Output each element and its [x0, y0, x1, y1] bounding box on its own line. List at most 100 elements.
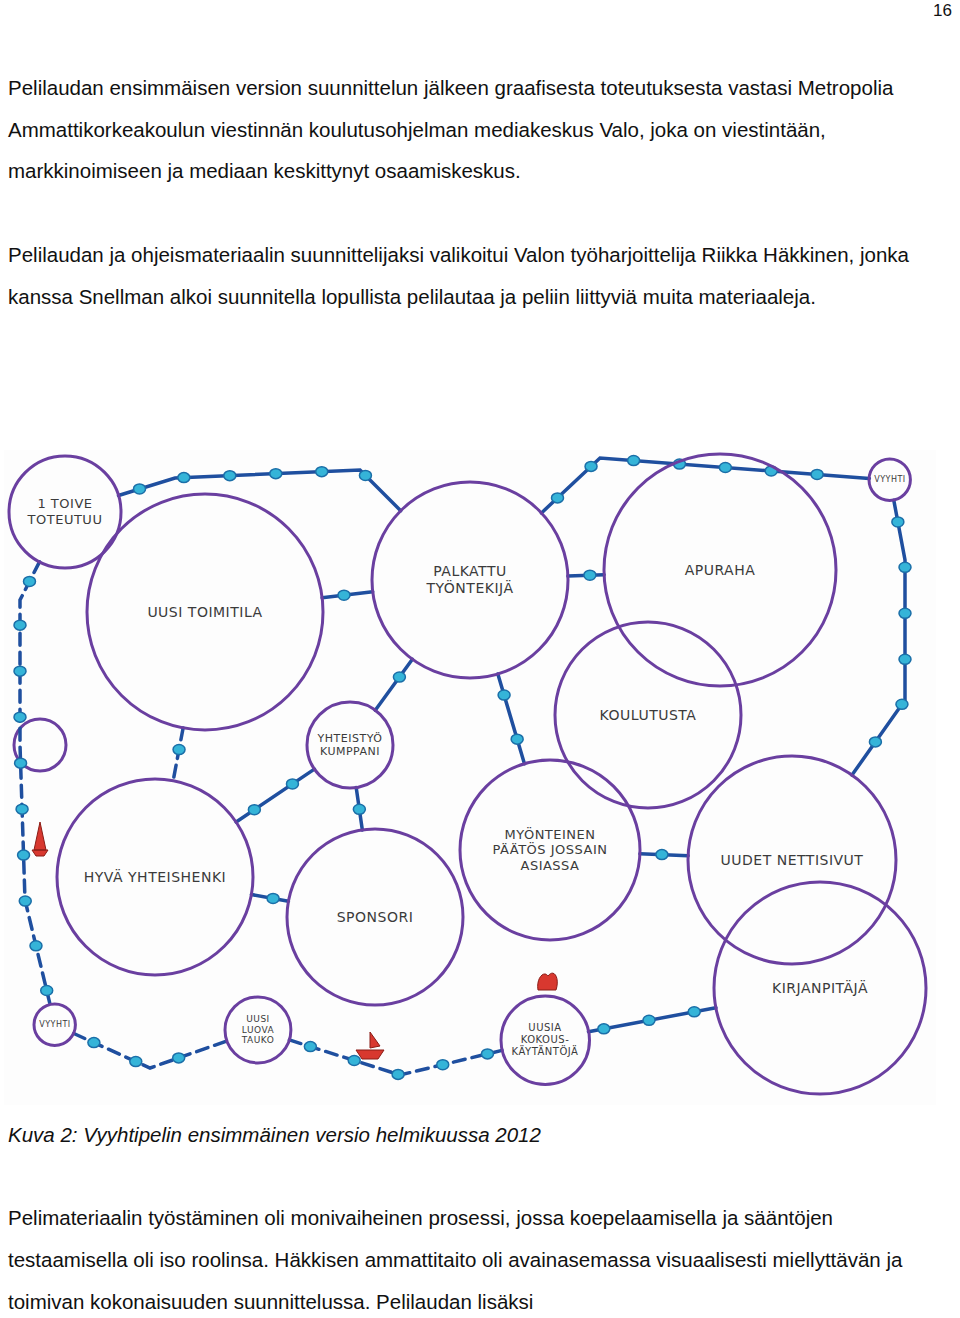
board-path-group — [289, 1040, 502, 1079]
board-step — [511, 734, 523, 744]
board-path-group — [498, 674, 525, 764]
circle-label: UUSI LUOVA TAUKO — [234, 1014, 282, 1046]
circle-text-group: PALKATTU TYÖNTEKIJÄ — [390, 563, 550, 597]
circle-label: SPONSORI — [337, 909, 414, 926]
board-step — [16, 804, 28, 814]
board-path-group — [375, 659, 412, 710]
figure-caption: Kuva 2: Vyyhtipelin ensimmäinen versio h… — [8, 1118, 953, 1152]
board-circle: KIRJANPITÄJÄ — [712, 880, 928, 1096]
board-step — [393, 672, 405, 682]
board-step — [585, 461, 597, 471]
circle-shape — [225, 997, 291, 1063]
board-path — [375, 659, 412, 710]
board-path-group — [74, 1034, 227, 1068]
circle-text-group: VYYHTI — [874, 475, 906, 485]
circle-label: APURAHA — [685, 562, 756, 579]
circle-shape — [34, 1004, 75, 1045]
board-circle: HYVÄ YHTEISHENKI — [55, 777, 255, 977]
board-step — [437, 1060, 449, 1070]
board-step — [892, 517, 904, 527]
board-step — [173, 745, 185, 755]
board-step — [811, 469, 823, 479]
board-step — [15, 758, 27, 768]
board-step — [899, 608, 911, 618]
circle-text-group: MYÖNTEINEN PÄÄTÖS JOSSAIN ASIASSA — [476, 827, 623, 874]
board-step — [338, 590, 350, 600]
board-circle: UUSI LUOVA TAUKO — [223, 995, 293, 1065]
board-circle: UUDET NETTISIVUT — [686, 754, 898, 966]
circle-label: 1 TOIVE TOTEUTUU — [19, 496, 112, 527]
board-step — [267, 893, 279, 903]
board-step — [134, 484, 146, 494]
board-step — [896, 699, 908, 709]
board-step — [224, 471, 236, 481]
empty-circle — [14, 719, 66, 771]
board-path-group — [322, 590, 373, 600]
boat-hull — [356, 1050, 384, 1059]
board-circle: KOULUTUSTA — [553, 620, 743, 810]
board-step — [41, 986, 53, 996]
circle-label: VYYHTI — [39, 1020, 71, 1030]
circle-shape — [555, 622, 741, 808]
board-path-group — [852, 500, 911, 775]
circle-label: VYYHTI — [874, 475, 906, 485]
circle-shape — [604, 454, 836, 686]
circle-text-group: APURAHA — [685, 562, 756, 579]
board-path-group — [640, 850, 688, 860]
board-step — [584, 570, 596, 580]
board-step — [14, 620, 26, 630]
circle-shape — [501, 996, 589, 1084]
board-path-group — [251, 893, 288, 903]
body-paragraph: Pelilaudan ja ohjeismateriaalin suunnitt… — [8, 234, 953, 317]
board-step — [14, 712, 26, 722]
circle-shape — [714, 882, 926, 1094]
circle-label: UUDET NETTISIVUT — [721, 852, 864, 869]
board-step — [359, 470, 371, 480]
board-step — [19, 896, 31, 906]
page-number: 16 — [880, 0, 952, 22]
circle-shape — [87, 494, 323, 730]
boat-sail — [370, 1032, 380, 1048]
board-circle: 1 TOIVE TOTEUTUU — [7, 454, 123, 570]
board-path — [74, 1034, 227, 1068]
board-step — [598, 1024, 610, 1034]
rocket-symbol — [32, 822, 48, 856]
board-step — [88, 1038, 100, 1048]
board-step — [643, 1015, 655, 1025]
circle-text-group: HYVÄ YHTEISHENKI — [84, 869, 226, 886]
board-path-group — [14, 562, 53, 1005]
board-path-group — [353, 788, 365, 830]
circle-text-group: SPONSORI — [337, 909, 414, 926]
circle-shape — [372, 482, 568, 678]
board-circle: UUSIA KOKOUS-KÄYTÄNTÖJÄ — [499, 994, 591, 1086]
circle-text-group: UUSI TOIMITILA — [147, 604, 262, 621]
board-step — [899, 654, 911, 664]
board-step — [173, 1053, 185, 1063]
board-step — [30, 941, 42, 951]
board-step — [656, 850, 668, 860]
board-path-group — [541, 456, 869, 513]
circle-text-group: KOULUTUSTA — [600, 707, 697, 724]
board-ground — [4, 450, 936, 1105]
body-paragraph: Pelilaudan ensimmäisen version suunnitte… — [8, 67, 953, 192]
board-step — [719, 463, 731, 473]
board-path — [236, 769, 314, 822]
board-circle: UUSI TOIMITILA — [85, 492, 325, 732]
board-step — [628, 456, 640, 466]
circle-shape — [688, 756, 896, 964]
board-circle: VYYHTI — [32, 1002, 77, 1047]
board-step — [304, 1042, 316, 1052]
circle-text-group: UUSI LUOVA TAUKO — [234, 1014, 282, 1046]
circle-label: KOULUTUSTA — [600, 707, 697, 724]
board-path-group — [588, 1007, 715, 1034]
board-step — [899, 562, 911, 572]
board-step — [688, 1007, 700, 1017]
circle-label: UUSIA KOKOUS-KÄYTÄNTÖJÄ — [509, 1022, 581, 1058]
board-step — [392, 1069, 404, 1079]
board-path-group — [173, 728, 185, 781]
circle-text-group: UUDET NETTISIVUT — [721, 852, 864, 869]
